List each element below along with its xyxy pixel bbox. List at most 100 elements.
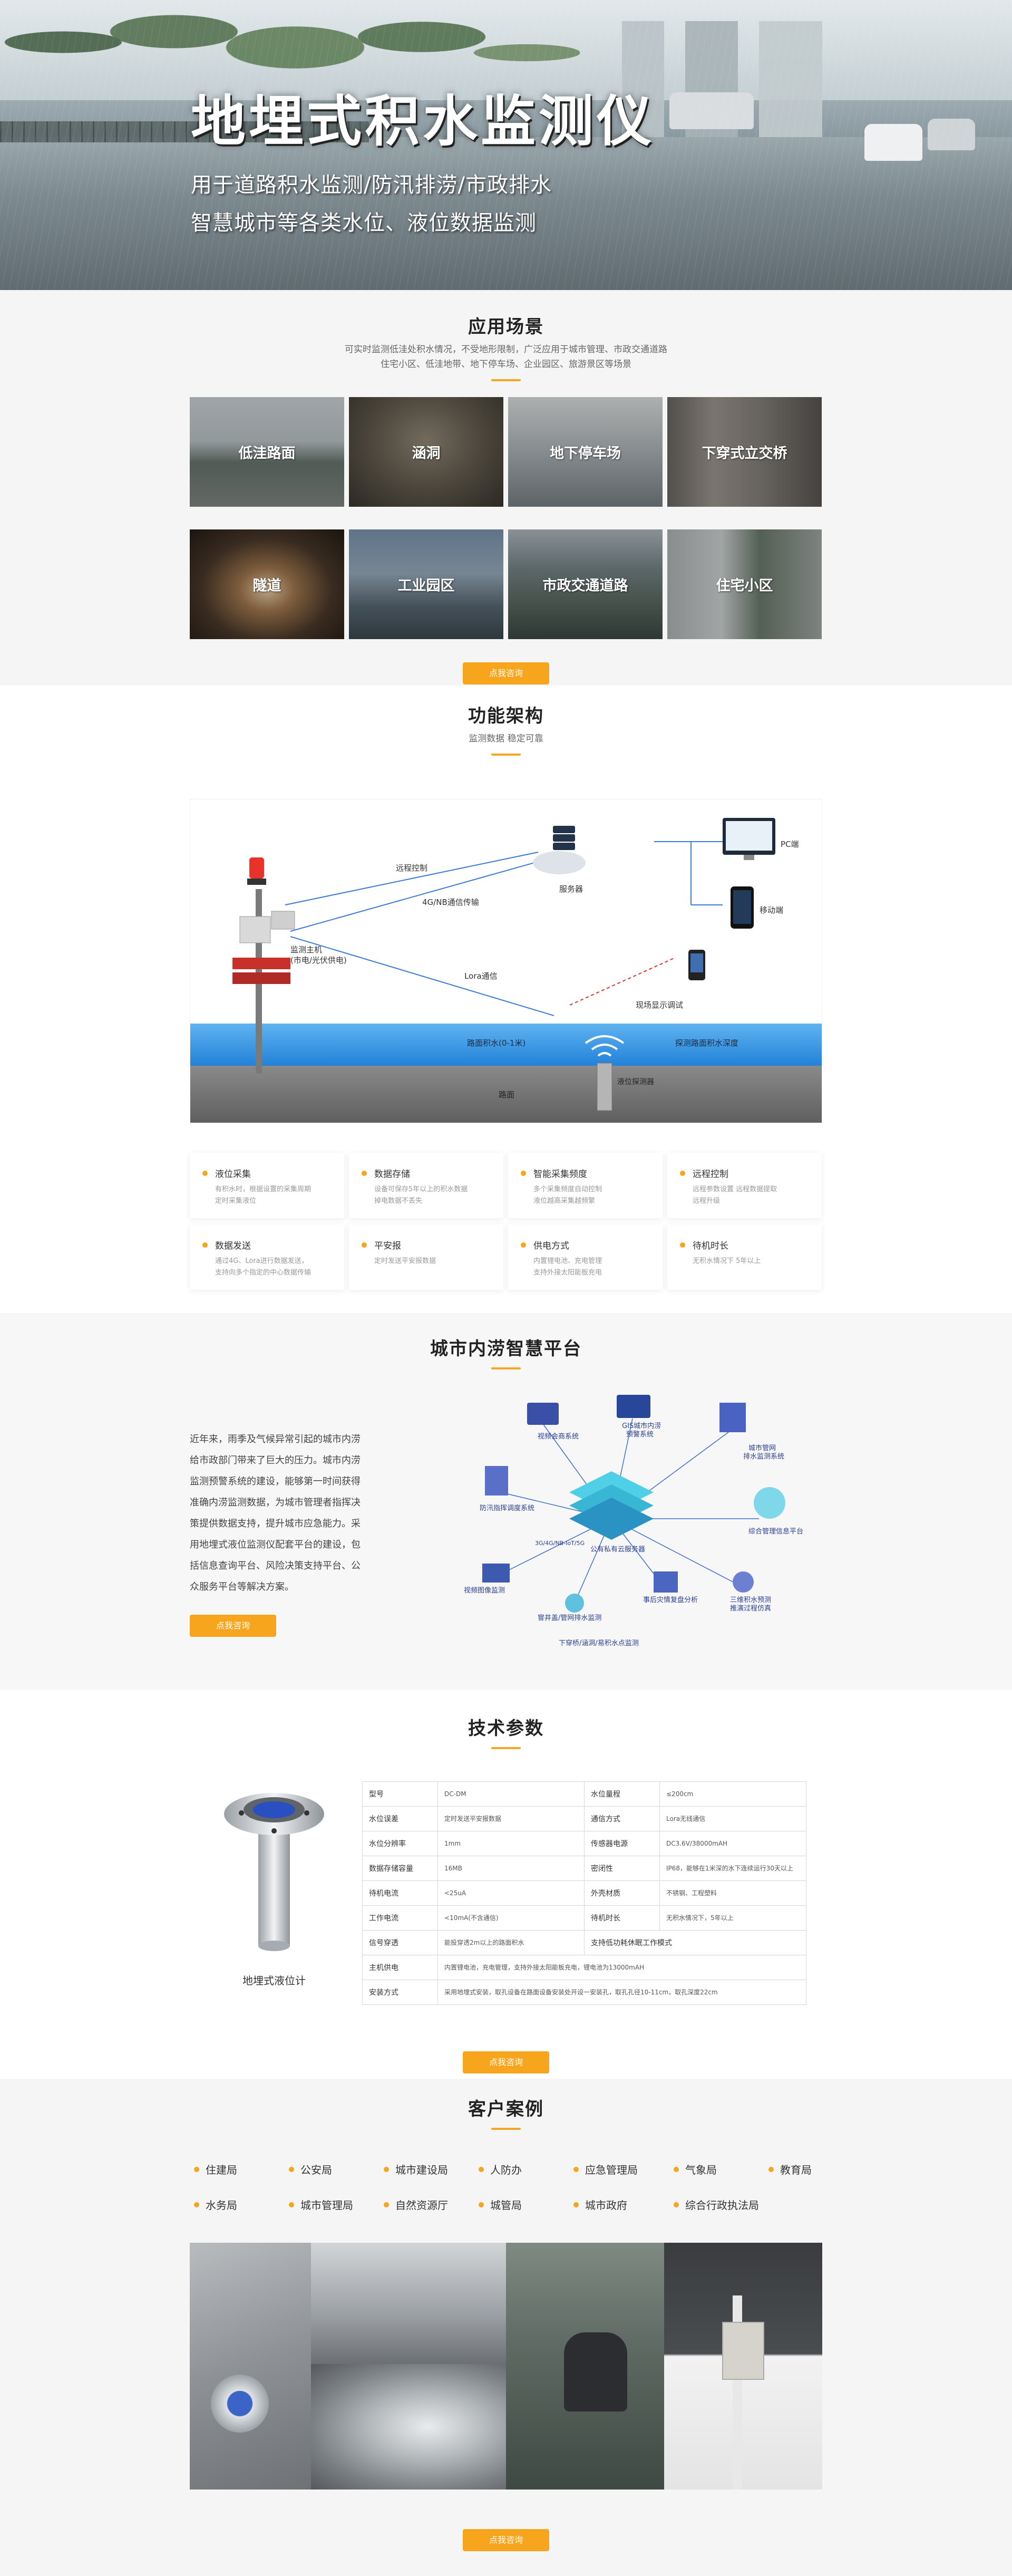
case-photo [664, 2243, 822, 2490]
hero-line-2: 智慧城市等各类水位、液位数据监测 [191, 211, 537, 235]
platform-svg: 视频会商系统 GIS城市内涝 预警系统 城市管网 排水监测系统 防汛指挥调度系统… [464, 1395, 803, 1647]
label-4g: 4G/NB通信传输 [422, 898, 479, 907]
section-title: 城市内涝智慧平台 [430, 1338, 582, 1359]
scene-label: 工业园区 [397, 577, 455, 594]
svg-text:公有私有云服务器: 公有私有云服务器 [590, 1545, 645, 1554]
sensor-tube [597, 1063, 612, 1111]
svg-text:事后灾情复盘分析: 事后灾情复盘分析 [643, 1596, 698, 1604]
bullet-icon [573, 2202, 579, 2207]
scene-card[interactable]: 隧道 [190, 529, 344, 639]
svg-text:视频会商系统: 视频会商系统 [538, 1433, 579, 1441]
feature-card: 数据存储设备可保存5年以上的积水数据掉电数据不丢失 [349, 1153, 503, 1218]
bullet-icon [362, 1170, 367, 1176]
product-name: 地埋式液位计 [242, 1974, 306, 1987]
svg-text:推演过程仿真: 推演过程仿真 [730, 1604, 771, 1613]
video-icon [527, 1403, 559, 1425]
scene-card[interactable]: 地下停车场 [508, 397, 663, 507]
feature-grid: 液位采集有积水时，根据设置的采集周期定时采集液位 数据存储设备可保存5年以上的积… [190, 1153, 822, 1290]
client-list: 住建局 公安局 城市建设局 人防办 应急管理局 气象局 教育局 水务局 城市管理… [190, 2162, 822, 2212]
section-title: 功能架构 [468, 706, 544, 727]
arrow-debug [569, 957, 676, 1006]
table-row: 信号穿透能投穿透2m以上的路面积水支持低功耗休眠工作模式 [362, 1930, 806, 1955]
bullet-icon [194, 2166, 199, 2172]
feature-card: 智能采集频度多个采集频度自动控制液位越高采集越频繁 [508, 1153, 663, 1218]
table-row: 主机供电内置锂电池，充电管理，支持外接太阳能板充电，锂电池为13000mAH [362, 1955, 806, 1980]
svg-text:防汛指挥调度系统: 防汛指挥调度系统 [480, 1504, 534, 1512]
scene-card[interactable]: 住宅小区 [667, 529, 822, 639]
svg-text:排水监测系统: 排水监测系统 [743, 1453, 784, 1461]
client-item: 城市建设局 [384, 2162, 479, 2177]
platform-diagram: 视频会商系统 GIS城市内涝 预警系统 城市管网 排水监测系统 防汛指挥调度系统… [432, 1382, 812, 1651]
architecture-section: 功能架构 监测数据 稳定可靠 [0, 686, 1012, 1313]
consult-button[interactable]: 点我咨询 [463, 662, 549, 684]
label-server: 服务器 [559, 884, 583, 894]
bullet-icon [289, 2202, 294, 2207]
cloud [533, 851, 586, 874]
scene-card[interactable]: 低洼路面 [190, 397, 344, 507]
label-host-power: (市电/光伏供电) [290, 956, 347, 965]
section-subtitle: 住宅小区、低洼地带、地下停车场、企业园区、旅游景区等场景 [381, 359, 631, 370]
consult-button[interactable]: 点我咨询 [463, 2529, 549, 2551]
svg-text:窨井盖/管网排水监测: 窨井盖/管网排水监测 [538, 1614, 601, 1622]
hero-line-1: 用于道路积水监测/防汛排涝/市政排水 [191, 173, 552, 197]
host-box-2 [271, 911, 295, 930]
scene-card[interactable]: 市政交通道路 [508, 529, 663, 639]
server-rack [553, 843, 575, 850]
svg-text:城市管网: 城市管网 [748, 1444, 776, 1452]
gis-icon [617, 1395, 650, 1418]
feature-card: 待机时长无积水情况下 5年以上 [667, 1224, 822, 1290]
section-title: 客户案例 [468, 2099, 544, 2120]
svg-text:视频图像监测: 视频图像监测 [464, 1587, 505, 1595]
scene-label: 低洼路面 [238, 445, 296, 462]
bullet-icon [202, 1242, 208, 1248]
client-item: 气象局 [674, 2162, 768, 2177]
title-underline [491, 379, 521, 381]
bullet-icon [479, 2202, 484, 2207]
client-item: 公安局 [289, 2162, 384, 2177]
warning-sign-2 [232, 972, 290, 984]
platform-section: 城市内涝智慧平台 近年来，雨季及气候异常引起的城市内涝 给市政部门带来了巨大的压… [0, 1313, 1012, 1690]
label-host: 监测主机 [290, 945, 322, 954]
signal-wave [597, 1052, 612, 1057]
scene-grid: 低洼路面 涵洞 地下停车场 下穿式立交桥 隧道 工业园区 市政交通道路 住宅小区 [190, 397, 822, 639]
bullet-icon [521, 1242, 526, 1248]
svg-text:GIS城市内涝: GIS城市内涝 [622, 1422, 661, 1430]
label-lora: Lora通信 [464, 971, 498, 981]
alarm-light [249, 857, 264, 879]
bullet-icon [194, 2202, 199, 2207]
bullet-icon [521, 1170, 526, 1176]
case-photo [311, 2364, 506, 2490]
scene-label: 涵洞 [412, 445, 441, 462]
svg-text:3G/4G/NB-IoT/5G: 3G/4G/NB-IoT/5G [535, 1540, 585, 1547]
consult-button[interactable]: 点我咨询 [463, 2051, 549, 2073]
bullet-icon [768, 2166, 774, 2172]
flood-icon [485, 1466, 508, 1496]
scene-card[interactable]: 涵洞 [349, 397, 503, 507]
image-icon [482, 1564, 510, 1583]
client-item: 住建局 [194, 2162, 289, 2177]
title-underline [491, 2128, 521, 2130]
hero-title: 地埋式积水监测仪 [191, 89, 655, 153]
title-underline [491, 1747, 521, 1749]
scene-card[interactable]: 下穿式立交桥 [667, 397, 822, 507]
bullet-icon [384, 2166, 389, 2172]
label-ground: 路面 [499, 1090, 514, 1099]
case-photo [506, 2243, 664, 2490]
server-rack [553, 826, 575, 833]
label-sensor: 液位探测器 [617, 1078, 654, 1086]
cloud-server-stack [569, 1471, 654, 1540]
client-item: 人防办 [479, 2162, 573, 2177]
svg-text:预警系统: 预警系统 [626, 1430, 654, 1439]
client-item: 城市政府 [573, 2197, 674, 2212]
table-row: 安装方式采用地埋式安装，取孔设备在路面设备安装处开设一安装孔，取孔孔径10-11… [362, 1980, 806, 2005]
consult-button[interactable]: 点我咨询 [190, 1615, 276, 1637]
bullet-icon [384, 2202, 389, 2207]
hero-rain [0, 0, 1012, 290]
feature-card: 远程控制远程参数设置 远程数据提取远程升级 [667, 1153, 822, 1218]
arrow-remote [285, 852, 539, 905]
hero-car [864, 124, 922, 161]
scene-card[interactable]: 工业园区 [349, 529, 503, 639]
